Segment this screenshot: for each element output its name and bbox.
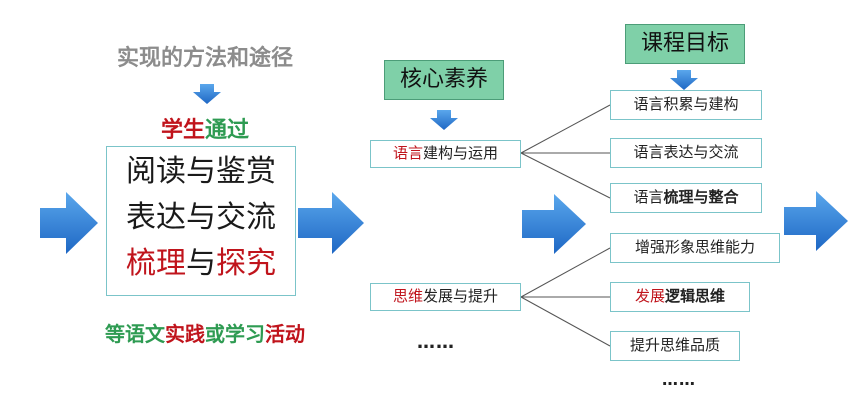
node1-rest: 建构与运用 xyxy=(423,144,499,162)
goal5-highlight: 发展 xyxy=(634,287,665,305)
node-language-construction: 语言建构与运用 xyxy=(370,140,521,168)
goal-language-sorting: 语言梳理与整合 xyxy=(610,183,762,213)
node1-highlight: 语言 xyxy=(392,144,423,162)
sorting-text: 梳理 xyxy=(126,246,186,281)
explore-text: 探究 xyxy=(216,246,276,281)
activity-sorting: 梳理与探究 xyxy=(107,241,295,287)
right-ellipsis: …… xyxy=(662,370,696,389)
down-arrow-icon xyxy=(670,70,698,90)
goal-language-accumulation: 语言积累与建构 xyxy=(610,90,762,120)
activity-reading: 阅读与鉴赏 xyxy=(126,154,276,189)
and-text: 与 xyxy=(186,246,216,281)
student-text: 学生 xyxy=(160,118,205,143)
connectors-1 xyxy=(520,104,611,199)
footer-part-3: 或学习 xyxy=(205,322,265,346)
activity-expression: 表达与交流 xyxy=(126,200,276,235)
right-arrow-icon xyxy=(298,192,364,254)
goal-logical-thinking: 发展逻辑思维 xyxy=(610,282,750,312)
student-line: 学生通过 xyxy=(150,112,260,144)
goal-thinking-quality: 提升思维品质 xyxy=(610,331,740,361)
goal-language-expression: 语言表达与交流 xyxy=(610,138,762,168)
practice-footer: 等语文实践或学习活动 xyxy=(85,318,325,347)
course-goals-header: 课程目标 xyxy=(625,24,745,64)
goal5-bold: 逻辑思维 xyxy=(665,287,726,305)
connectors-2 xyxy=(520,247,611,347)
down-arrow-icon xyxy=(193,84,221,104)
node2-highlight: 思维 xyxy=(392,287,423,305)
goal3-bold: 梳理与整合 xyxy=(663,188,739,206)
down-arrow-icon xyxy=(430,110,458,130)
activities-box: 阅读与鉴赏 表达与交流 梳理与探究 xyxy=(106,146,296,296)
method-heading: 实现的方法和途径 xyxy=(116,46,293,71)
through-text: 通过 xyxy=(205,118,250,143)
node-thinking-development: 思维发展与提升 xyxy=(370,283,521,311)
right-arrow-icon xyxy=(522,194,586,254)
footer-part-1: 等语文 xyxy=(105,322,165,346)
goal3-prefix: 语言 xyxy=(633,188,664,206)
node2-rest: 发展与提升 xyxy=(423,287,499,305)
right-arrow-icon xyxy=(784,191,848,251)
right-arrow-icon xyxy=(40,192,98,254)
footer-part-4: 活动 xyxy=(265,322,305,346)
core-literacy-header: 核心素养 xyxy=(384,60,504,100)
footer-part-2: 实践 xyxy=(165,322,205,346)
goal-image-thinking: 增强形象思维能力 xyxy=(610,233,780,263)
middle-ellipsis: …… xyxy=(417,332,455,353)
